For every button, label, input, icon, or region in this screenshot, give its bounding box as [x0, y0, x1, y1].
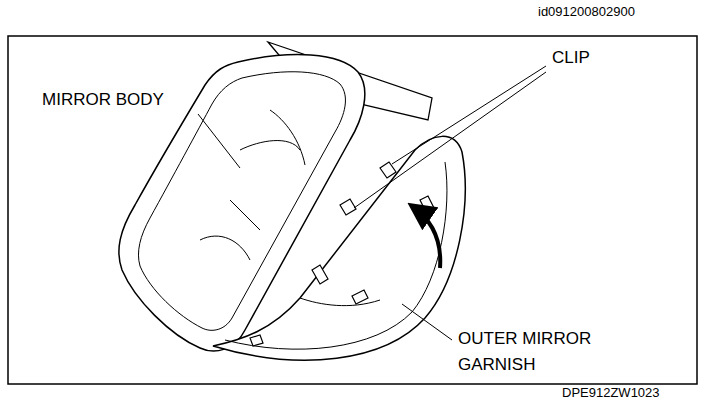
part-name: MIRROR BODY — [42, 89, 164, 111]
outer-mirror-garnish — [213, 136, 465, 360]
figure-id: id091200802900 — [538, 4, 635, 21]
part-name: CLIP — [552, 47, 590, 69]
frame — [8, 36, 697, 384]
direction-arrow — [412, 206, 440, 268]
clip-symbol — [250, 162, 434, 346]
figure-code: DPE912ZW1023 — [562, 385, 660, 402]
leader-line — [198, 66, 546, 340]
mirror-body-detail — [200, 110, 305, 260]
part-name: OUTER MIRROR GARNISH — [458, 326, 638, 378]
garnish-rim — [225, 162, 447, 349]
